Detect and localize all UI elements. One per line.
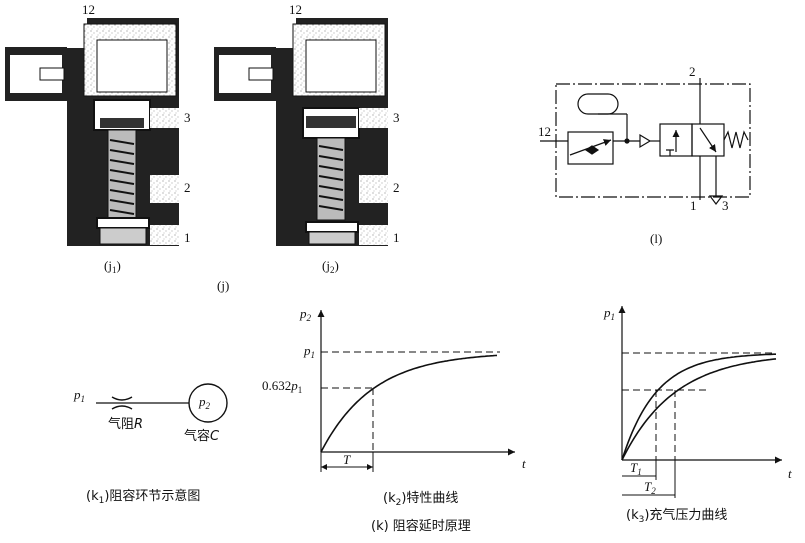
k2-charging-curve <box>320 354 498 453</box>
j1-port-3: 3 <box>184 110 191 125</box>
k3-ylabel: p1 <box>603 305 615 322</box>
k1-resistor-label: 气阻R <box>108 416 143 432</box>
k1-caption: (k1)阻容环节示意图 <box>86 488 200 506</box>
k3-t2-label: T2 <box>644 479 656 496</box>
j1-caption: (j1) <box>104 258 121 275</box>
schematic-l <box>540 78 751 205</box>
k2-ytick-632: 0.632p1 <box>262 378 302 395</box>
l-port-1: 1 <box>690 198 697 213</box>
k-caption: (k) 阻容延时原理 <box>371 518 471 534</box>
j2-port-3: 3 <box>393 110 400 125</box>
j-caption: (j) <box>217 278 229 293</box>
j2-port-1: 1 <box>393 230 400 245</box>
l-port-12: 12 <box>538 124 551 139</box>
j2-caption: (j2) <box>322 258 339 275</box>
l-port-3: 3 <box>722 198 729 213</box>
k3-t1-label: T1 <box>630 460 642 477</box>
l-caption: (l) <box>650 231 662 246</box>
k3-chart: p1 t T1 T2 (k3)充气压力曲线 <box>603 305 792 525</box>
k1-capacitor-label: 气容C <box>184 428 220 444</box>
j2-port-12: 12 <box>289 2 302 17</box>
valve-j2: 12 3 2 1 (j2) <box>214 2 400 275</box>
j2-port-2: 2 <box>393 180 400 195</box>
k1-p2-label: p2 <box>198 394 211 411</box>
k2-chart: p2 p1 0.632p1 t T (k2)特性曲线 (k) 阻容延时原理 <box>262 306 526 534</box>
k2-xlabel: t <box>522 456 526 471</box>
k3-caption: (k3)充气压力曲线 <box>626 507 727 525</box>
k3-curve-fast <box>621 353 776 461</box>
j1-port-1: 1 <box>184 230 191 245</box>
k3-xlabel: t <box>788 466 792 481</box>
k2-tau-label: T <box>343 452 351 467</box>
k2-caption: (k2)特性曲线 <box>383 491 458 508</box>
j1-port-12: 12 <box>82 2 95 17</box>
j1-port-2: 2 <box>184 180 191 195</box>
k2-ylabel: p2 <box>299 306 312 323</box>
k3-curve-slow <box>621 358 777 461</box>
k2-ytick-p1: p1 <box>303 343 315 360</box>
k1-rc-diagram: p1 p2 气阻R 气容C (k1)阻容环节示意图 <box>73 383 228 506</box>
valve-j1: 12 3 2 1 (j1) <box>5 2 191 275</box>
l-port-2: 2 <box>689 64 696 79</box>
k1-p1-label: p1 <box>73 387 85 404</box>
